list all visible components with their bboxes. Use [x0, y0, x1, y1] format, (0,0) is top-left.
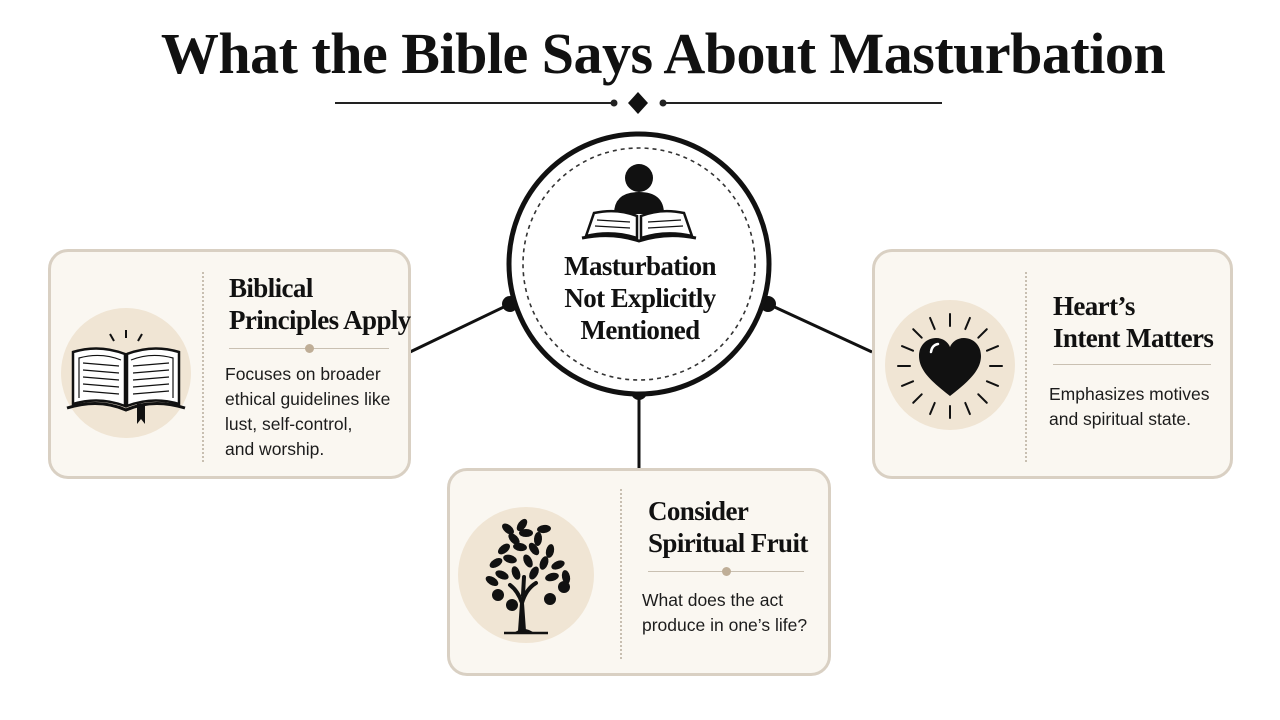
center-label: Masturbation Not Explicitly Mentioned	[540, 250, 740, 346]
heart-ray	[977, 393, 988, 404]
heart-ray	[929, 401, 936, 416]
title-ornament	[335, 92, 942, 114]
center-circle	[506, 131, 772, 397]
card-title-line: Biblical	[229, 273, 313, 303]
tree-leaf	[489, 558, 503, 568]
icon-circle	[885, 300, 1015, 430]
card-divider	[202, 272, 204, 462]
card-title-line: Consider	[648, 496, 749, 526]
tree-leaf	[545, 572, 559, 582]
heart-ray	[964, 316, 971, 331]
fruit-tree-icon	[485, 518, 571, 635]
heart-ray	[985, 345, 1000, 352]
center-label-line: Masturbation	[564, 251, 716, 281]
tree-leaf	[539, 556, 549, 570]
tree-leaf	[528, 542, 540, 556]
icon-circle	[458, 507, 594, 643]
card-separator	[229, 344, 389, 353]
tree-leaf	[503, 554, 517, 564]
card-title-line: Intent Matters	[1053, 323, 1214, 353]
tree-leaf	[485, 575, 499, 587]
center-label-line: Not Explicitly	[564, 283, 716, 313]
heart-ray	[900, 345, 915, 352]
tree-leaf	[498, 543, 510, 555]
page-title: What the Bible Says About Masturbation	[160, 21, 1166, 86]
card-description-line: produce in one’s life?	[642, 615, 808, 635]
heart-ray	[929, 316, 936, 331]
tree-leaf	[537, 524, 551, 534]
tree-leaf	[495, 570, 509, 580]
heart-ray	[977, 328, 988, 339]
tree-leaf	[519, 529, 533, 537]
card-description-line: lust, self-control,	[225, 414, 353, 434]
tree-leaf	[561, 570, 571, 584]
card-spiritual-fruit: Consider Spiritual Fruit What does the a…	[447, 468, 831, 676]
tree-leaf	[516, 518, 528, 532]
heart-icon	[897, 313, 1003, 419]
heart-ray	[985, 380, 1000, 387]
center-label-line: Mentioned	[580, 315, 700, 345]
heart-ray	[964, 401, 971, 416]
tree-leaf	[545, 544, 555, 558]
person-reading-book-icon	[581, 164, 697, 243]
card-title: Heart’s Intent Matters	[1053, 290, 1214, 354]
card-description-line: Focuses on broader	[225, 364, 381, 384]
card-description-line: What does the act	[642, 590, 784, 610]
heart-ray	[912, 328, 923, 339]
tree-leaf	[513, 542, 527, 552]
tree-leaf	[502, 523, 514, 535]
card-description-line: ethical guidelines like	[225, 389, 391, 409]
heart-ray	[912, 393, 923, 404]
icon-circle	[61, 308, 191, 438]
card-description-line: and spiritual state.	[1049, 409, 1192, 429]
card-title-line: Principles Apply	[229, 305, 411, 335]
card-biblical-principles: Biblical Principles Apply Focuses on bro…	[48, 249, 411, 479]
card-separator	[1053, 360, 1211, 369]
card-divider	[620, 489, 622, 659]
tree-leaf	[533, 532, 543, 546]
tree-leaf	[529, 566, 539, 580]
heart-ray	[900, 380, 915, 387]
card-title-line: Heart’s	[1053, 291, 1135, 321]
card-hearts-intent: Heart’s Intent Matters Emphasizes motive…	[872, 249, 1233, 479]
tree-leaf	[511, 566, 521, 580]
tree-leaf	[523, 554, 533, 568]
tree-leaf	[508, 533, 520, 545]
card-description-line: and worship.	[225, 439, 325, 459]
open-bible-icon	[66, 330, 186, 424]
card-description-line: Emphasizes motives	[1049, 384, 1210, 404]
card-title: Biblical Principles Apply	[229, 272, 411, 336]
card-description: What does the act produce in one’s life?	[642, 588, 807, 638]
card-title-line: Spiritual Fruit	[648, 528, 808, 558]
connector-lines	[409, 302, 873, 468]
card-description: Focuses on broader ethical guidelines li…	[225, 362, 390, 462]
tree-leaf	[551, 560, 565, 570]
card-separator	[648, 567, 804, 576]
card-title: Consider Spiritual Fruit	[648, 495, 808, 559]
card-divider	[1025, 272, 1027, 462]
card-description: Emphasizes motives and spiritual state.	[1049, 382, 1209, 432]
